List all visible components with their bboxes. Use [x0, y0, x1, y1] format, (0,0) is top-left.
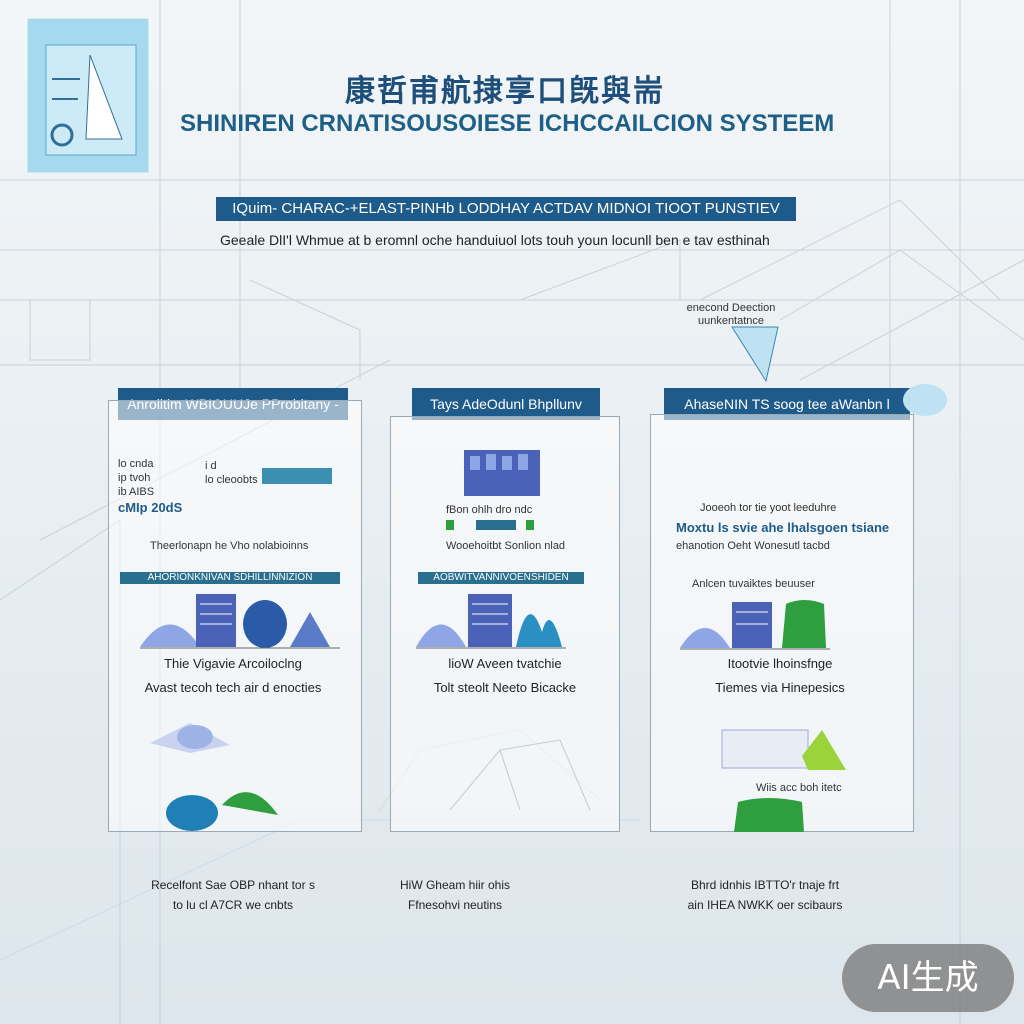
column-3-label-1: Itootvie lhoinsfnge [727, 656, 833, 671]
column-3-line: ehanotion Oeht Wonesutl tacbd [676, 540, 830, 552]
column-1-mid-text: Theerlonapn he Vho nolabioinns [150, 540, 309, 552]
column-1-shapes-icon [150, 723, 278, 831]
note-line-2: uunkentatnce [697, 315, 765, 327]
column-2-building-icon [464, 450, 540, 496]
logo [27, 18, 149, 173]
column-2-line: Wooehoitbt Sonlion nlad [446, 540, 566, 552]
column-1-highlight: cMIp 20dS [118, 500, 183, 515]
column-1-line: ip tvoh [118, 472, 151, 484]
column-1-lines-right: i d lo cleoobts [205, 460, 258, 486]
column-2-label-2: Tolt steolt Neeto Bicacke [433, 680, 577, 695]
header-banner: IQuim- CHARAC-+ELAST-PINHb LODDHAY ACTDA… [216, 197, 796, 221]
column-3-highlight: Moxtu ls svie ahe lhalsgoen tsiane [676, 520, 890, 535]
column-2-indicator-icon [446, 520, 534, 530]
column-3-green-block-icon [734, 798, 804, 832]
column-1-mini-bar [262, 468, 332, 484]
column-3-small: Wiis acc boh itetc [756, 782, 842, 794]
logo-graphic-icon [45, 44, 137, 156]
column-3-bottom-2: ain IHEA NWKK oer scibaurs [687, 898, 843, 912]
column-2-strip: AOBWITVANNIVOENSHIDEN [418, 572, 584, 584]
column-1-lines: lo cnda ip tvoh ib AIBS [118, 458, 154, 498]
column-1-label-1: Thie Vigavie Arcoiloclng [164, 656, 302, 671]
column-1-line: lo cleoobts [205, 474, 258, 486]
column-1-line: i d [205, 460, 217, 472]
column-3-device-icon [721, 729, 846, 770]
note-marker-icon [731, 326, 779, 383]
note-line-1: enecond Deection [686, 302, 776, 314]
column-1-illustration-icon [140, 594, 340, 649]
column-1-bottom-2: to lu cl A7CR we cnbts [172, 898, 294, 912]
page-title-english: SHINIREN CRNATISOUSOIESE ICHCCAILCION SY… [180, 110, 835, 137]
page-title-chinese: 康哲甫航捸享口旣與耑 [345, 74, 665, 109]
column-2-bottom-1: HiW Gheam hiir ohis [399, 878, 511, 892]
column-3-label-2: Tiemes via Hinepesics [715, 680, 845, 695]
column-2-illustration-icon [416, 594, 566, 649]
column-2-bottom-2: Ffnesohvi neutins [407, 898, 503, 912]
column-2-label-1: lioW Aveen tvatchie [448, 656, 562, 671]
column-3-label-0: Anlcen tuvaiktes beuuser [692, 578, 815, 590]
column-2-heading: Tays AdeOdunl Bhpllunv [412, 388, 600, 420]
column-1-bottom-1: Recelfont Sae OBP nhant tor s [151, 878, 315, 892]
column-3-line: Jooeoh tor tie yoot leeduhre [700, 502, 837, 514]
column-3-illustration-icon [680, 600, 830, 650]
ai-generated-badge: AI生成 [842, 944, 1014, 1012]
column-1-line: ib AIBS [118, 486, 155, 498]
column-3-bottom-1: Bhrd idnhis IBTTO'r tnaje frt [690, 878, 840, 892]
page-subtitle: Geeale DlI'l Whmue at b eromnl oche hand… [220, 232, 770, 248]
column-1-label-2: Avast tecoh tech air d enocties [144, 680, 322, 695]
column-3-heading-icon [903, 384, 947, 416]
column-1-strip: AHORIONKNIVAN SDHILLINNIZION [120, 572, 340, 584]
column-2-sketch-icon [449, 739, 591, 811]
column-2-line: fBon ohlh dro ndc [446, 504, 533, 516]
corner-note: enecond Deection uunkentatnce [672, 302, 790, 328]
column-1-line: lo cnda [118, 458, 154, 470]
